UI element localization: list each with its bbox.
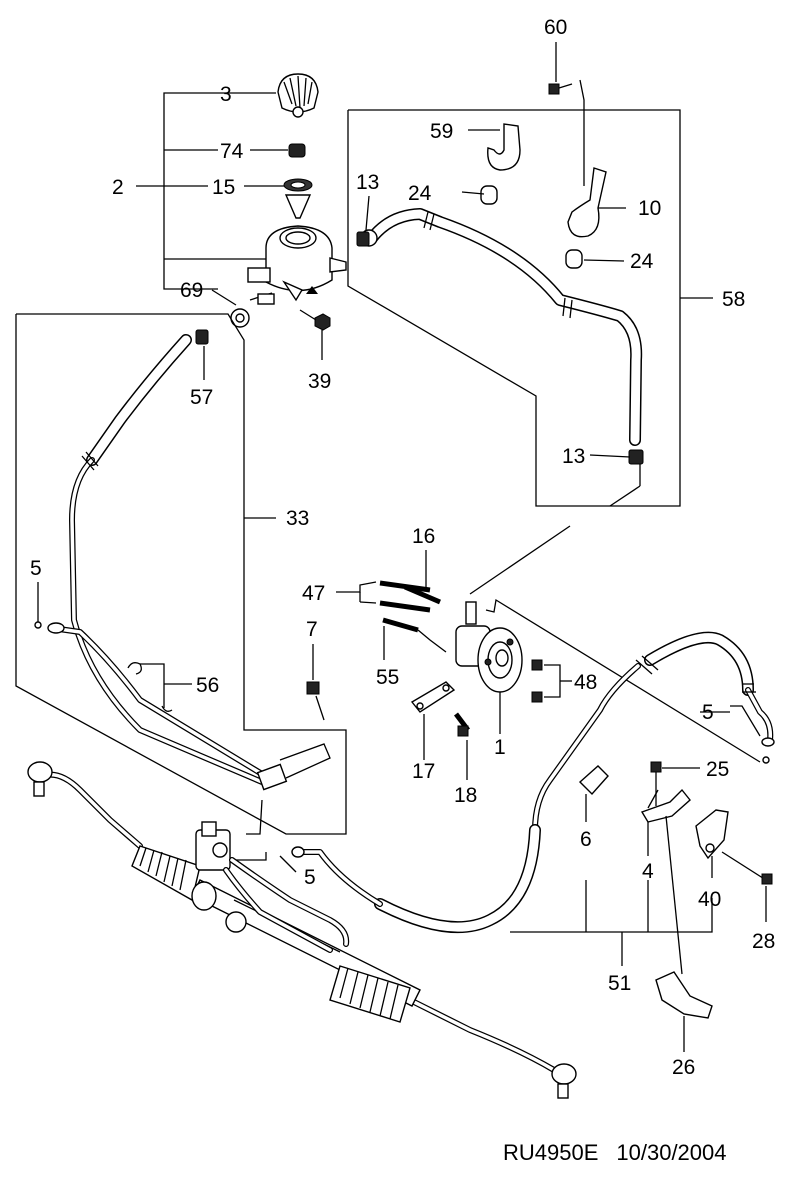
diagram-footer: RU4950E 10/30/2004 [503,1140,745,1166]
label-39: 39 [308,370,331,393]
o-ring-right [761,737,775,764]
label-10: 10 [638,197,661,220]
pressure-hose [49,334,331,791]
label-2: 2 [112,176,124,199]
o-ring-left [34,582,65,634]
label-69: 69 [180,279,203,302]
label-13-lower: 13 [562,445,585,468]
hose-clamp-57 [195,329,209,380]
steering-rack [27,761,577,1099]
label-13-upper: 13 [356,171,379,194]
return-hose [360,208,643,446]
hose-clamp-lower [589,449,644,507]
hose-bracket [567,167,626,238]
label-18: 18 [454,784,477,807]
reservoir-cap [277,73,319,118]
label-40: 40 [698,888,721,911]
label-5-right: 5 [702,701,714,724]
mounting-plate [410,681,470,780]
hose-clips [127,662,192,712]
banjo-bolt [306,644,325,721]
label-24-lower: 24 [630,250,654,273]
label-51: 51 [608,972,631,995]
pump-nuts [531,659,572,703]
label-59: 59 [430,120,453,143]
label-58: 58 [722,288,745,311]
label-3: 3 [220,83,232,106]
hose-clamp-upper [356,195,370,247]
gasket [288,143,306,158]
label-24-upper: 24 [408,182,432,205]
label-28: 28 [752,930,775,953]
diagram-date: 10/30/2004 [616,1140,727,1165]
bolt-60 [548,42,585,186]
label-5-left: 5 [30,557,42,580]
pressure-hose-group-bracket [15,313,347,835]
label-15: 15 [212,176,235,199]
line-bracket-40 [695,809,729,878]
pump-bolts [336,550,447,660]
label-17: 17 [412,760,435,783]
label-48: 48 [574,671,597,694]
hose-grommet [230,308,250,328]
steering-pump [455,525,761,763]
hose-sleeve-lower [565,249,625,269]
label-57: 57 [190,386,213,409]
pressure-line [295,631,774,934]
label-60: 60 [544,16,567,39]
part-labels: 3 74 2 15 69 39 57 60 59 13 24 10 24 58 … [30,16,775,1079]
label-74: 74 [220,140,244,163]
bracket-group-51 [510,880,713,966]
return-hose-group-bracket [347,109,713,507]
label-55: 55 [376,666,399,689]
label-26: 26 [672,1056,695,1079]
label-47: 47 [302,582,325,605]
reservoir-tank [247,225,347,305]
label-56: 56 [196,674,219,697]
bolt-25 [650,761,700,806]
label-6: 6 [580,828,592,851]
reservoir-group-bracket [136,92,288,306]
line-bracket-6 [578,765,609,822]
nut [299,309,331,360]
label-7: 7 [306,618,318,641]
hose-clamp-bracket [468,123,521,171]
label-4: 4 [642,860,654,883]
line-bracket-26 [655,815,713,1052]
diagram-code: RU4950E [503,1140,599,1165]
bolt-28 [721,851,773,922]
line-bracket-4 [640,788,691,856]
label-5-mid: 5 [304,866,316,889]
reservoir-filter [283,178,313,219]
label-33: 33 [286,507,309,530]
label-25: 25 [706,758,729,781]
label-1: 1 [494,736,506,759]
hose-sleeve-upper [461,185,498,205]
o-ring-mid [236,846,305,873]
label-16: 16 [412,525,435,548]
